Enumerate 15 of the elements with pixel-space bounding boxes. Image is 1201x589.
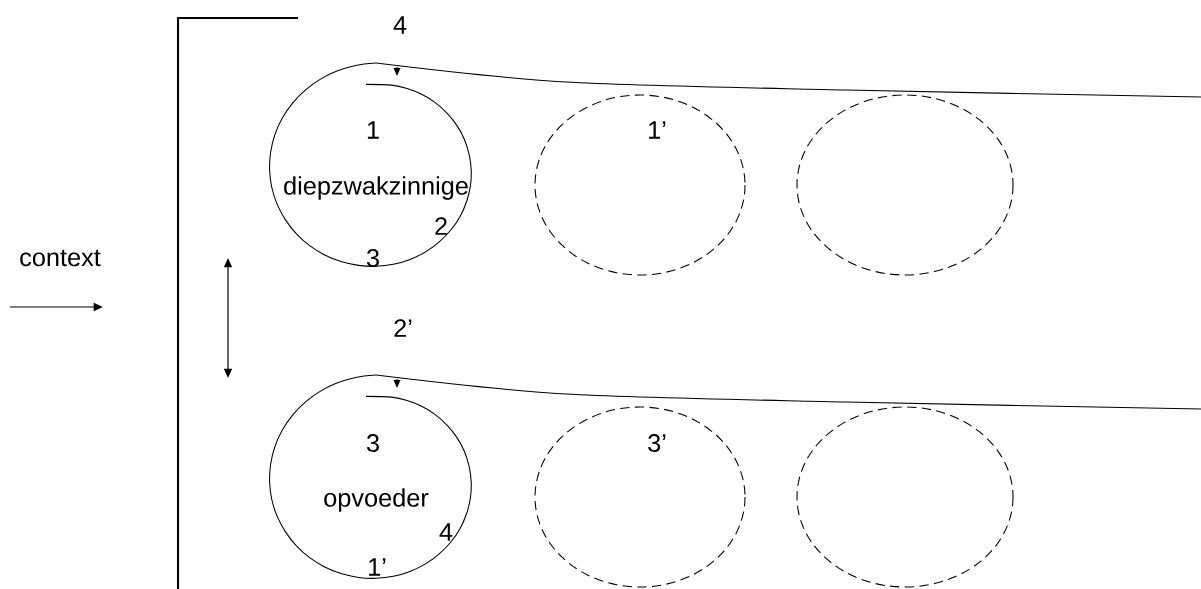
context-label: context: [20, 249, 101, 267]
dashed-circle: [534, 94, 746, 276]
number-label: 2: [435, 217, 447, 235]
number-label: 3’: [648, 434, 666, 452]
number-label: 1’: [649, 121, 666, 139]
number-label: 3: [366, 249, 379, 267]
number-label: 1: [367, 121, 379, 139]
dashed-circle: [534, 406, 746, 588]
number-label: 4: [393, 16, 407, 34]
dashed-circle: [796, 406, 1014, 588]
number-label: 2’: [394, 319, 412, 337]
number-label: 1’: [369, 558, 386, 576]
dashed-circle: [796, 94, 1014, 276]
number-label: 4: [439, 523, 453, 541]
number-label: 3: [366, 434, 379, 452]
